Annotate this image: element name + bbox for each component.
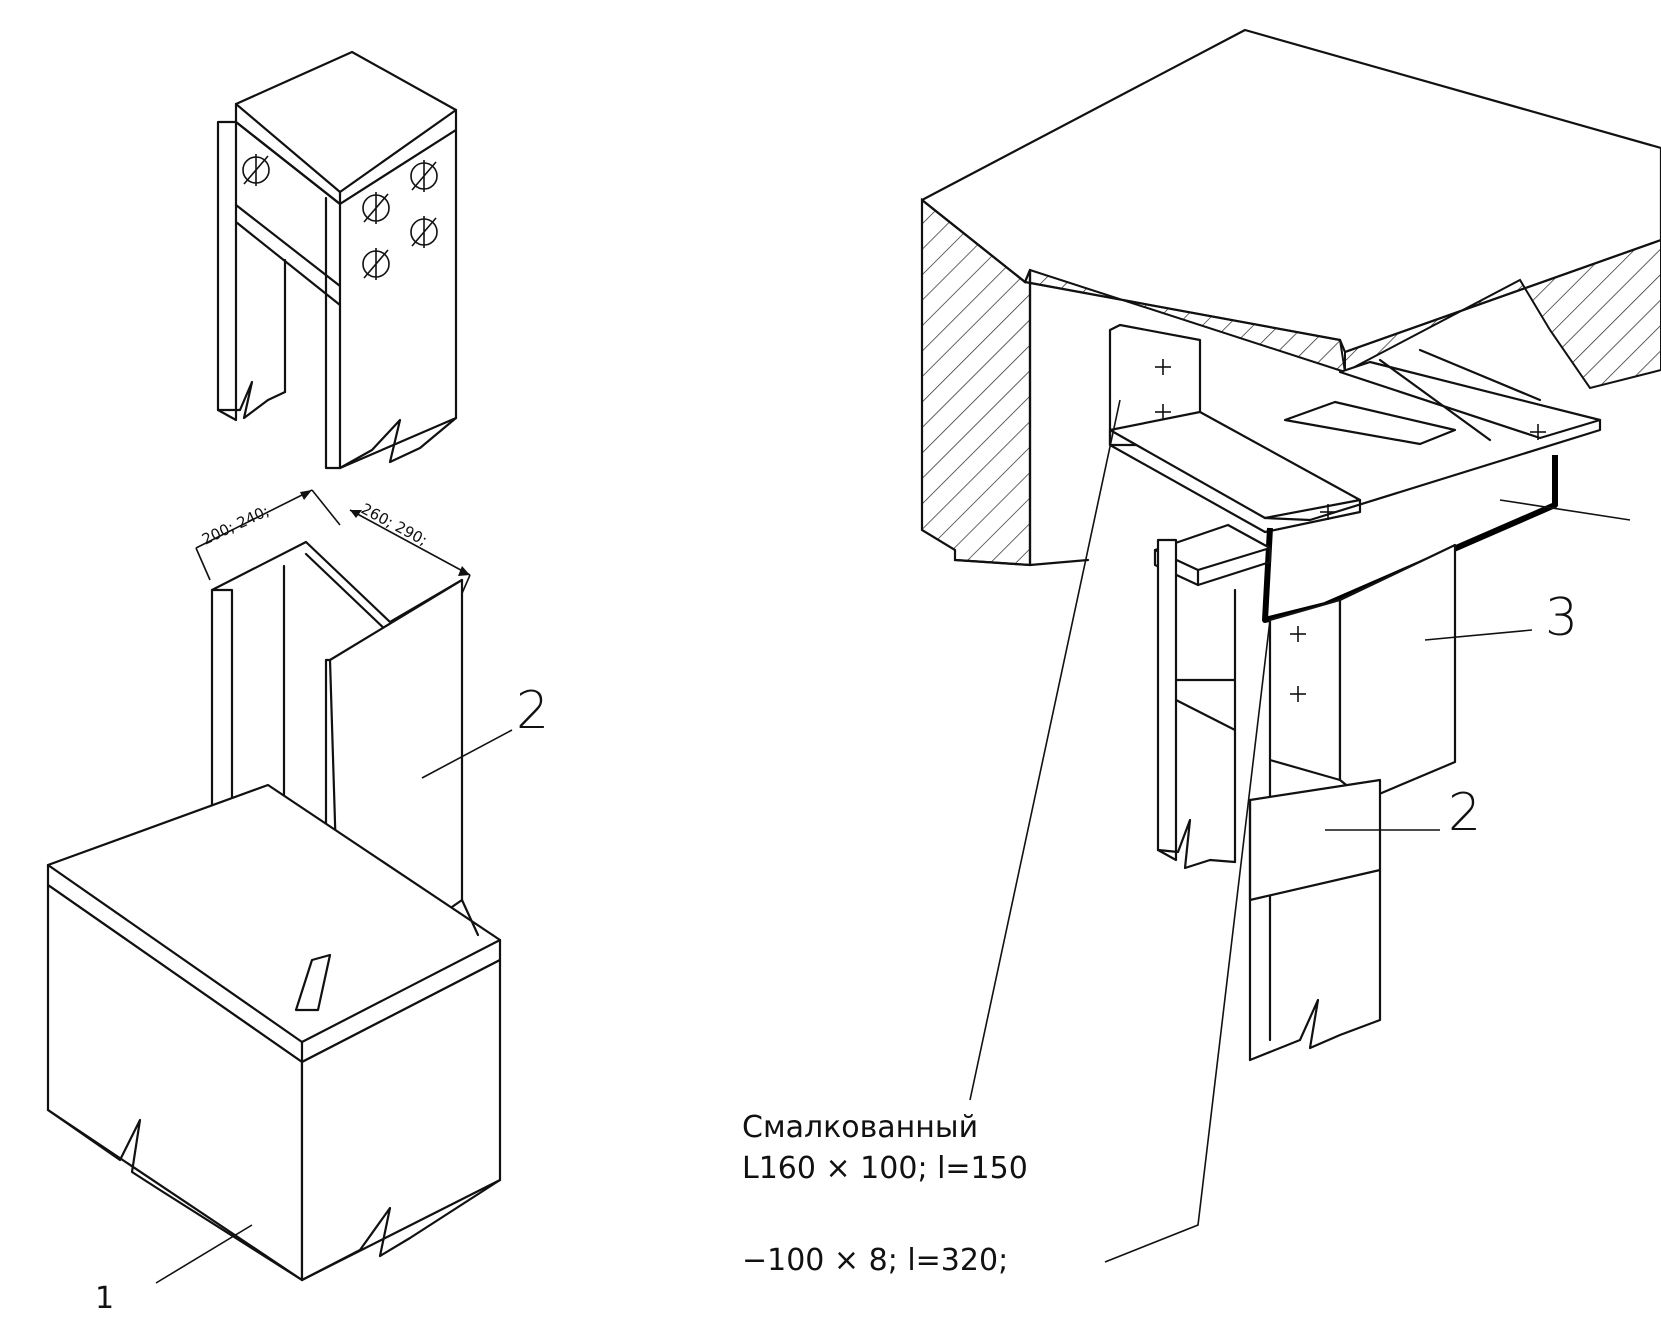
leader-plate-edge [1499,499,1631,521]
leader-foundation [155,1224,253,1284]
note-plate: −100 × 8; l=320; [742,1243,1008,1278]
dimension-lines [195,489,471,599]
upper-column-segment [216,50,458,470]
leader-beam [1424,629,1533,641]
callout-foundation: 1 [95,1281,114,1316]
concrete-wall [920,197,1090,567]
dimension-width-b: 260; 290; [358,500,430,550]
dimension-width-a: 200; 240; [199,502,272,549]
foundation-block [46,783,502,1282]
leader-column-left [421,729,513,779]
leader-angle [969,399,1121,1101]
bolt-symbols [242,154,438,280]
callout-beam: 3 [1545,588,1578,648]
note-angle-line2: L160 × 100; l=150 [742,1151,1028,1186]
callout-column-left: 2 [516,681,549,741]
note-angle-line1: Смалкованный [742,1110,978,1145]
beam-connection [1108,323,1602,534]
column-right [1153,523,1457,1062]
callout-column-right: 2 [1448,783,1481,843]
concrete-slab [920,28,1661,390]
leader-plate [1104,619,1271,1263]
